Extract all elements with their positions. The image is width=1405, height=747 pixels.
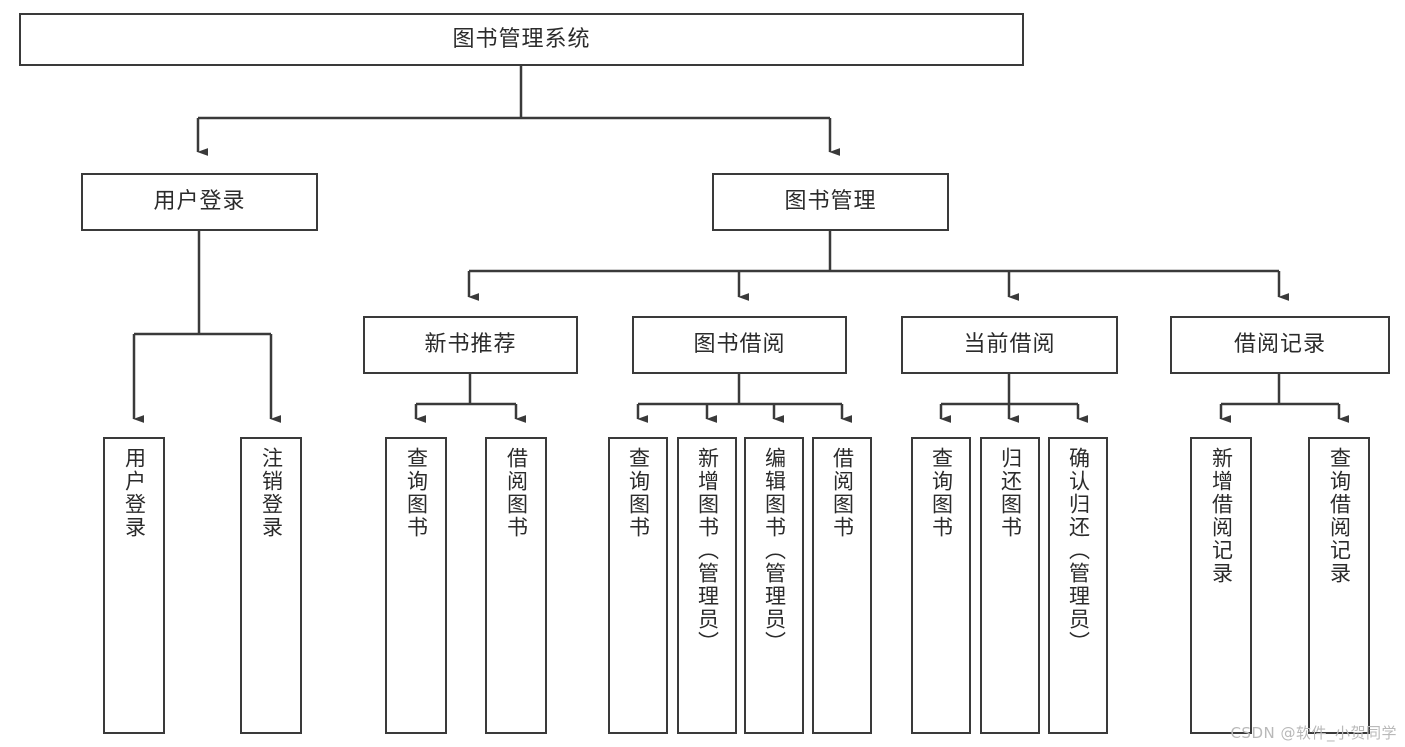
node-label: 注销登录 [259,447,284,539]
node-label: 新增图书（管理员） [695,447,720,654]
node-label: 借阅图书 [504,447,529,539]
connectors-level-2-user-login [132,231,282,423]
leaf-query-borrow-record[interactable]: 查询借阅记录 [1308,437,1370,734]
leaf-user-login[interactable]: 用户登录 [103,437,165,734]
node-label: 图书借阅 [693,332,786,357]
leaf-borrow-book-1[interactable]: 借阅图书 [485,437,547,734]
connectors-level-3-book-borrow [636,374,853,423]
leaf-add-book-admin[interactable]: 新增图书（管理员） [677,437,737,734]
leaf-query-book-2[interactable]: 查询图书 [608,437,668,734]
node-borrow-record[interactable]: 借阅记录 [1170,316,1390,374]
node-label: 借阅记录 [1233,332,1326,357]
node-label: 查询图书 [929,447,954,539]
leaf-add-borrow-record[interactable]: 新增借阅记录 [1190,437,1252,734]
node-label: 用户登录 [122,447,147,539]
node-label: 查询图书 [404,447,429,539]
connectors-level-2-book-management [467,231,1290,301]
node-label: 新书推荐 [424,332,517,357]
node-book-management-system[interactable]: 图书管理系统 [19,13,1024,66]
leaf-return-book[interactable]: 归还图书 [980,437,1040,734]
connectors-level-3-current-borrow [939,374,1089,423]
node-new-book-recommend[interactable]: 新书推荐 [363,316,578,374]
leaf-logout-login[interactable]: 注销登录 [240,437,302,734]
node-label: 查询借阅记录 [1327,447,1352,585]
node-label: 新增借阅记录 [1209,447,1234,585]
node-label: 编辑图书（管理员） [762,447,787,654]
node-current-borrow[interactable]: 当前借阅 [901,316,1118,374]
leaf-borrow-book-2[interactable]: 借阅图书 [812,437,872,734]
node-label: 图书管理系统 [452,26,591,52]
node-label: 确认归还（管理员） [1066,447,1091,654]
node-user-login[interactable]: 用户登录 [81,173,318,231]
node-label: 查询图书 [626,447,651,539]
node-label: 借阅图书 [830,447,855,539]
leaf-query-book-3[interactable]: 查询图书 [911,437,971,734]
connectors-level-1 [196,66,841,156]
node-label: 用户登录 [153,189,246,214]
leaf-edit-book-admin[interactable]: 编辑图书（管理员） [744,437,804,734]
leaf-confirm-return-admin[interactable]: 确认归还（管理员） [1048,437,1108,734]
node-label: 图书管理 [784,189,877,214]
node-book-management[interactable]: 图书管理 [712,173,949,231]
node-label: 归还图书 [998,447,1023,539]
connectors-level-3-new-book-recommend [414,374,527,423]
connectors-level-3-borrow-record [1219,374,1350,423]
leaf-query-book-1[interactable]: 查询图书 [385,437,447,734]
node-label: 当前借阅 [963,332,1056,357]
node-book-borrow[interactable]: 图书借阅 [632,316,847,374]
